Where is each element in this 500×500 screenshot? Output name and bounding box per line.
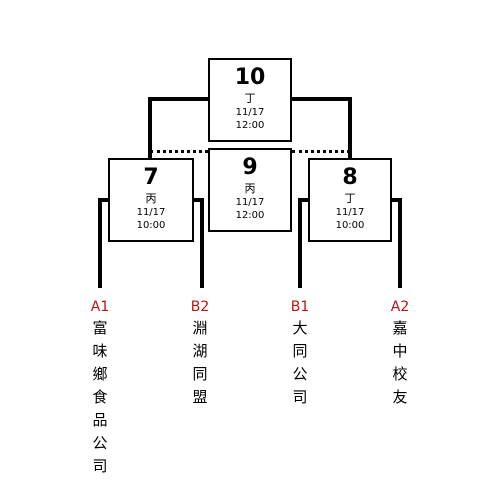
team-name: 富味鄉食品公司	[92, 319, 108, 475]
match-court: 丙	[145, 192, 157, 205]
match-number: 7	[143, 165, 159, 190]
match-box-7: 7 丙 11/17 10:00	[108, 158, 194, 242]
match-box-10: 10 丁 11/17 12:00	[208, 58, 292, 142]
team-name: 淵湖同盟	[192, 319, 208, 406]
match-date: 11/17	[335, 207, 365, 218]
team-seed: A2	[390, 299, 410, 315]
bracket-line-b2-v	[200, 198, 204, 288]
team-seed: B1	[290, 299, 310, 315]
bracket-line-top-left-v	[148, 97, 152, 159]
team-name: 大同公司	[292, 319, 308, 406]
match-court: 丁	[344, 192, 356, 205]
team-b2: B2 淵湖同盟	[189, 299, 211, 409]
team-name: 嘉中校友	[392, 319, 408, 406]
match-box-8: 8 丁 11/17 10:00	[308, 158, 392, 242]
match-number: 9	[242, 155, 258, 180]
match-date: 11/17	[235, 107, 265, 118]
team-seed: B2	[190, 299, 210, 315]
team-b1: B1 大同公司	[289, 299, 311, 409]
loser-line-left	[150, 150, 208, 153]
match-time: 10:00	[335, 220, 365, 231]
match-box-9: 9 丙 11/17 12:00	[208, 148, 292, 232]
bracket-line-top-right-h	[290, 97, 352, 101]
bracket-line-b2-h	[192, 198, 204, 202]
match-time: 10:00	[136, 220, 166, 231]
team-a1: A1 富味鄉食品公司	[89, 299, 111, 478]
match-court: 丙	[244, 182, 256, 195]
bracket-line-b1-h	[298, 198, 310, 202]
bracket-line-b1-v	[298, 198, 302, 288]
match-court: 丁	[244, 92, 256, 105]
bracket-line-top-right-v	[348, 97, 352, 159]
match-number: 10	[234, 65, 266, 90]
match-date: 11/17	[235, 197, 265, 208]
match-number: 8	[342, 165, 358, 190]
team-seed: A1	[90, 299, 110, 315]
bracket-line-a1-h	[98, 198, 110, 202]
bracket-line-a2-v	[398, 198, 402, 288]
loser-line-right	[292, 150, 350, 153]
match-time: 12:00	[235, 120, 265, 131]
bracket-line-a2-h	[390, 198, 402, 202]
match-time: 12:00	[235, 210, 265, 221]
bracket-line-top-left-h	[148, 97, 210, 101]
team-a2: A2 嘉中校友	[389, 299, 411, 409]
bracket-line-a1-v	[98, 198, 102, 288]
match-date: 11/17	[136, 207, 166, 218]
